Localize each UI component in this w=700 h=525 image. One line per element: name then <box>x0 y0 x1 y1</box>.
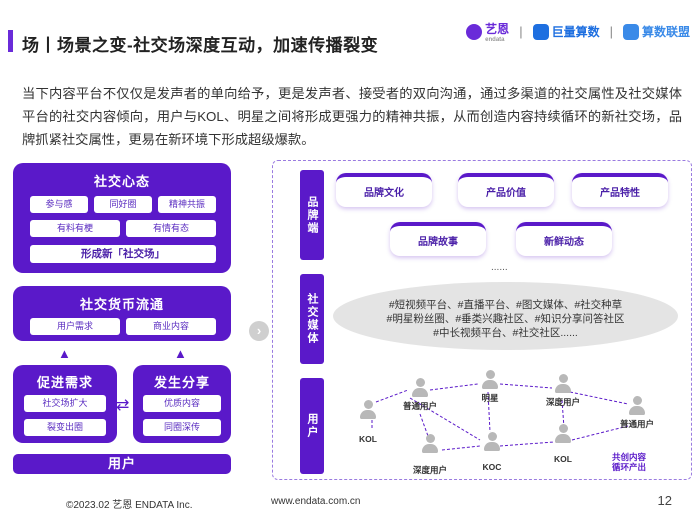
user-node-kol-2: KOL <box>538 424 588 464</box>
chip-emotion-attitude: 有情有态 <box>126 220 216 237</box>
brand-culture-pill: 品牌文化 <box>336 173 432 207</box>
chip-new-social-field: 形成新「社交场」 <box>30 245 216 263</box>
user-node-deep-1: 深度用户 <box>538 374 588 408</box>
footer-url: www.endata.com.cn <box>271 496 361 507</box>
tab-users: 用户 <box>300 378 324 474</box>
user-icon <box>555 424 571 444</box>
user-icon <box>360 400 376 420</box>
juliang-logo-text: 巨量算数 <box>551 25 600 39</box>
intro-paragraph: 当下内容平台不仅仅是发声者的单向给予，更是发声者、接受者的双向沟通，通过多渠道的… <box>22 86 682 147</box>
user-icon <box>422 434 438 454</box>
fresh-news-pill: 新鲜动态 <box>516 222 612 256</box>
chip-field-expand: 社交场扩大 <box>24 395 106 412</box>
media-ellipse <box>333 282 678 350</box>
loop-note-line-1: 共创内容 <box>612 452 647 462</box>
chip-spiritual-resonance: 精神共振 <box>158 196 216 213</box>
user-node-koc: KOC <box>467 432 517 472</box>
page-number: 12 <box>657 493 672 508</box>
ecosystem-frame <box>272 160 692 480</box>
user-node-kol-1: KOL <box>343 400 393 444</box>
node-label: KOC <box>482 462 502 472</box>
chip-fission-break: 裂变出圈 <box>24 419 106 436</box>
share-title: 发生分享 <box>153 375 210 390</box>
media-tags-line-3: #中长视频平台、#社交社区...... <box>433 327 578 339</box>
juliang-logo: 巨量算数 <box>532 23 600 40</box>
media-tags-line-2: #明星粉丝圈、#垂类兴趣社区、#知识分享问答社区 <box>386 313 625 325</box>
user-node-regular-1: 普通用户 <box>395 378 445 412</box>
endata-logo-icon <box>466 23 483 40</box>
loop-note-line-2: 循环产出 <box>612 462 647 472</box>
logo-separator: | <box>519 24 523 39</box>
arrow-up-left: ▲ <box>58 346 71 361</box>
tab-social-media: 社交媒体 <box>300 274 324 364</box>
user-node-regular-2: 普通用户 <box>612 396 662 430</box>
user-node-star: 明星 <box>465 370 515 404</box>
social-currency-title: 社交货币流通 <box>79 297 164 312</box>
arrow-up-right: ▲ <box>174 346 187 361</box>
suanshu-logo-icon <box>622 23 639 40</box>
user-icon <box>484 432 500 452</box>
media-tags-line-1: #短视频平台、#直播平台、#图文媒体、#社交种草 <box>388 299 623 311</box>
chip-interest-circle: 同好圈 <box>94 196 152 213</box>
user-icon <box>482 370 498 390</box>
node-label: 明星 <box>481 393 499 403</box>
brand-more-ellipsis: ...... <box>491 262 508 273</box>
title-accent-bar <box>8 30 13 52</box>
chip-commercial-content: 商业内容 <box>126 318 216 335</box>
suanshu-logo-text: 算数联盟 <box>641 25 690 39</box>
product-value-pill: 产品价值 <box>458 173 554 207</box>
juliang-logo-icon <box>532 23 549 40</box>
node-label: KOL <box>554 454 572 464</box>
footer-copyright: ©2023.02 艺恩 ENDATA Inc. <box>66 500 193 511</box>
promote-demand-title: 促进需求 <box>36 375 93 390</box>
node-label: KOL <box>359 434 377 444</box>
arrow-bidirectional: ⇄ <box>116 397 130 414</box>
next-arrow-icon: › <box>249 321 269 341</box>
suanshu-logo: 算数联盟 <box>622 23 690 40</box>
logo-separator: | <box>609 24 613 39</box>
endata-logo-text: 艺恩 <box>485 22 510 36</box>
user-icon <box>412 378 428 398</box>
node-label: 普通用户 <box>619 419 654 429</box>
chip-deep-spread: 同圈深传 <box>143 419 221 436</box>
user-node-deep-2: 深度用户 <box>405 434 455 475</box>
partner-logos: 艺恩 endata | 巨量算数 | 算数联盟 <box>466 20 690 43</box>
user-bar-label: 用户 <box>107 456 136 471</box>
brand-story-pill: 品牌故事 <box>390 222 486 256</box>
user-icon <box>629 396 645 416</box>
endata-logo-sub: endata <box>485 37 505 43</box>
node-label: 深度用户 <box>545 397 580 407</box>
tab-brand-side: 品牌端 <box>300 170 324 260</box>
page-title: 场丨场景之变-社交场深度互动，加速传播裂变 <box>22 36 379 55</box>
user-bar: 用户 <box>13 454 231 474</box>
chip-quality-content: 优质内容 <box>143 395 221 412</box>
endata-logo: 艺恩 endata <box>466 20 509 43</box>
co-creation-note: 共创内容 循环产出 <box>612 452 646 472</box>
node-label: 普通用户 <box>402 401 437 411</box>
user-icon <box>555 374 571 394</box>
product-feature-pill: 产品特性 <box>572 173 668 207</box>
chip-participation: 参与感 <box>30 196 88 213</box>
chip-user-demand: 用户需求 <box>30 318 120 335</box>
node-label: 深度用户 <box>412 465 447 475</box>
chip-content-memes: 有料有梗 <box>30 220 120 237</box>
social-mindset-title: 社交心态 <box>93 174 150 189</box>
